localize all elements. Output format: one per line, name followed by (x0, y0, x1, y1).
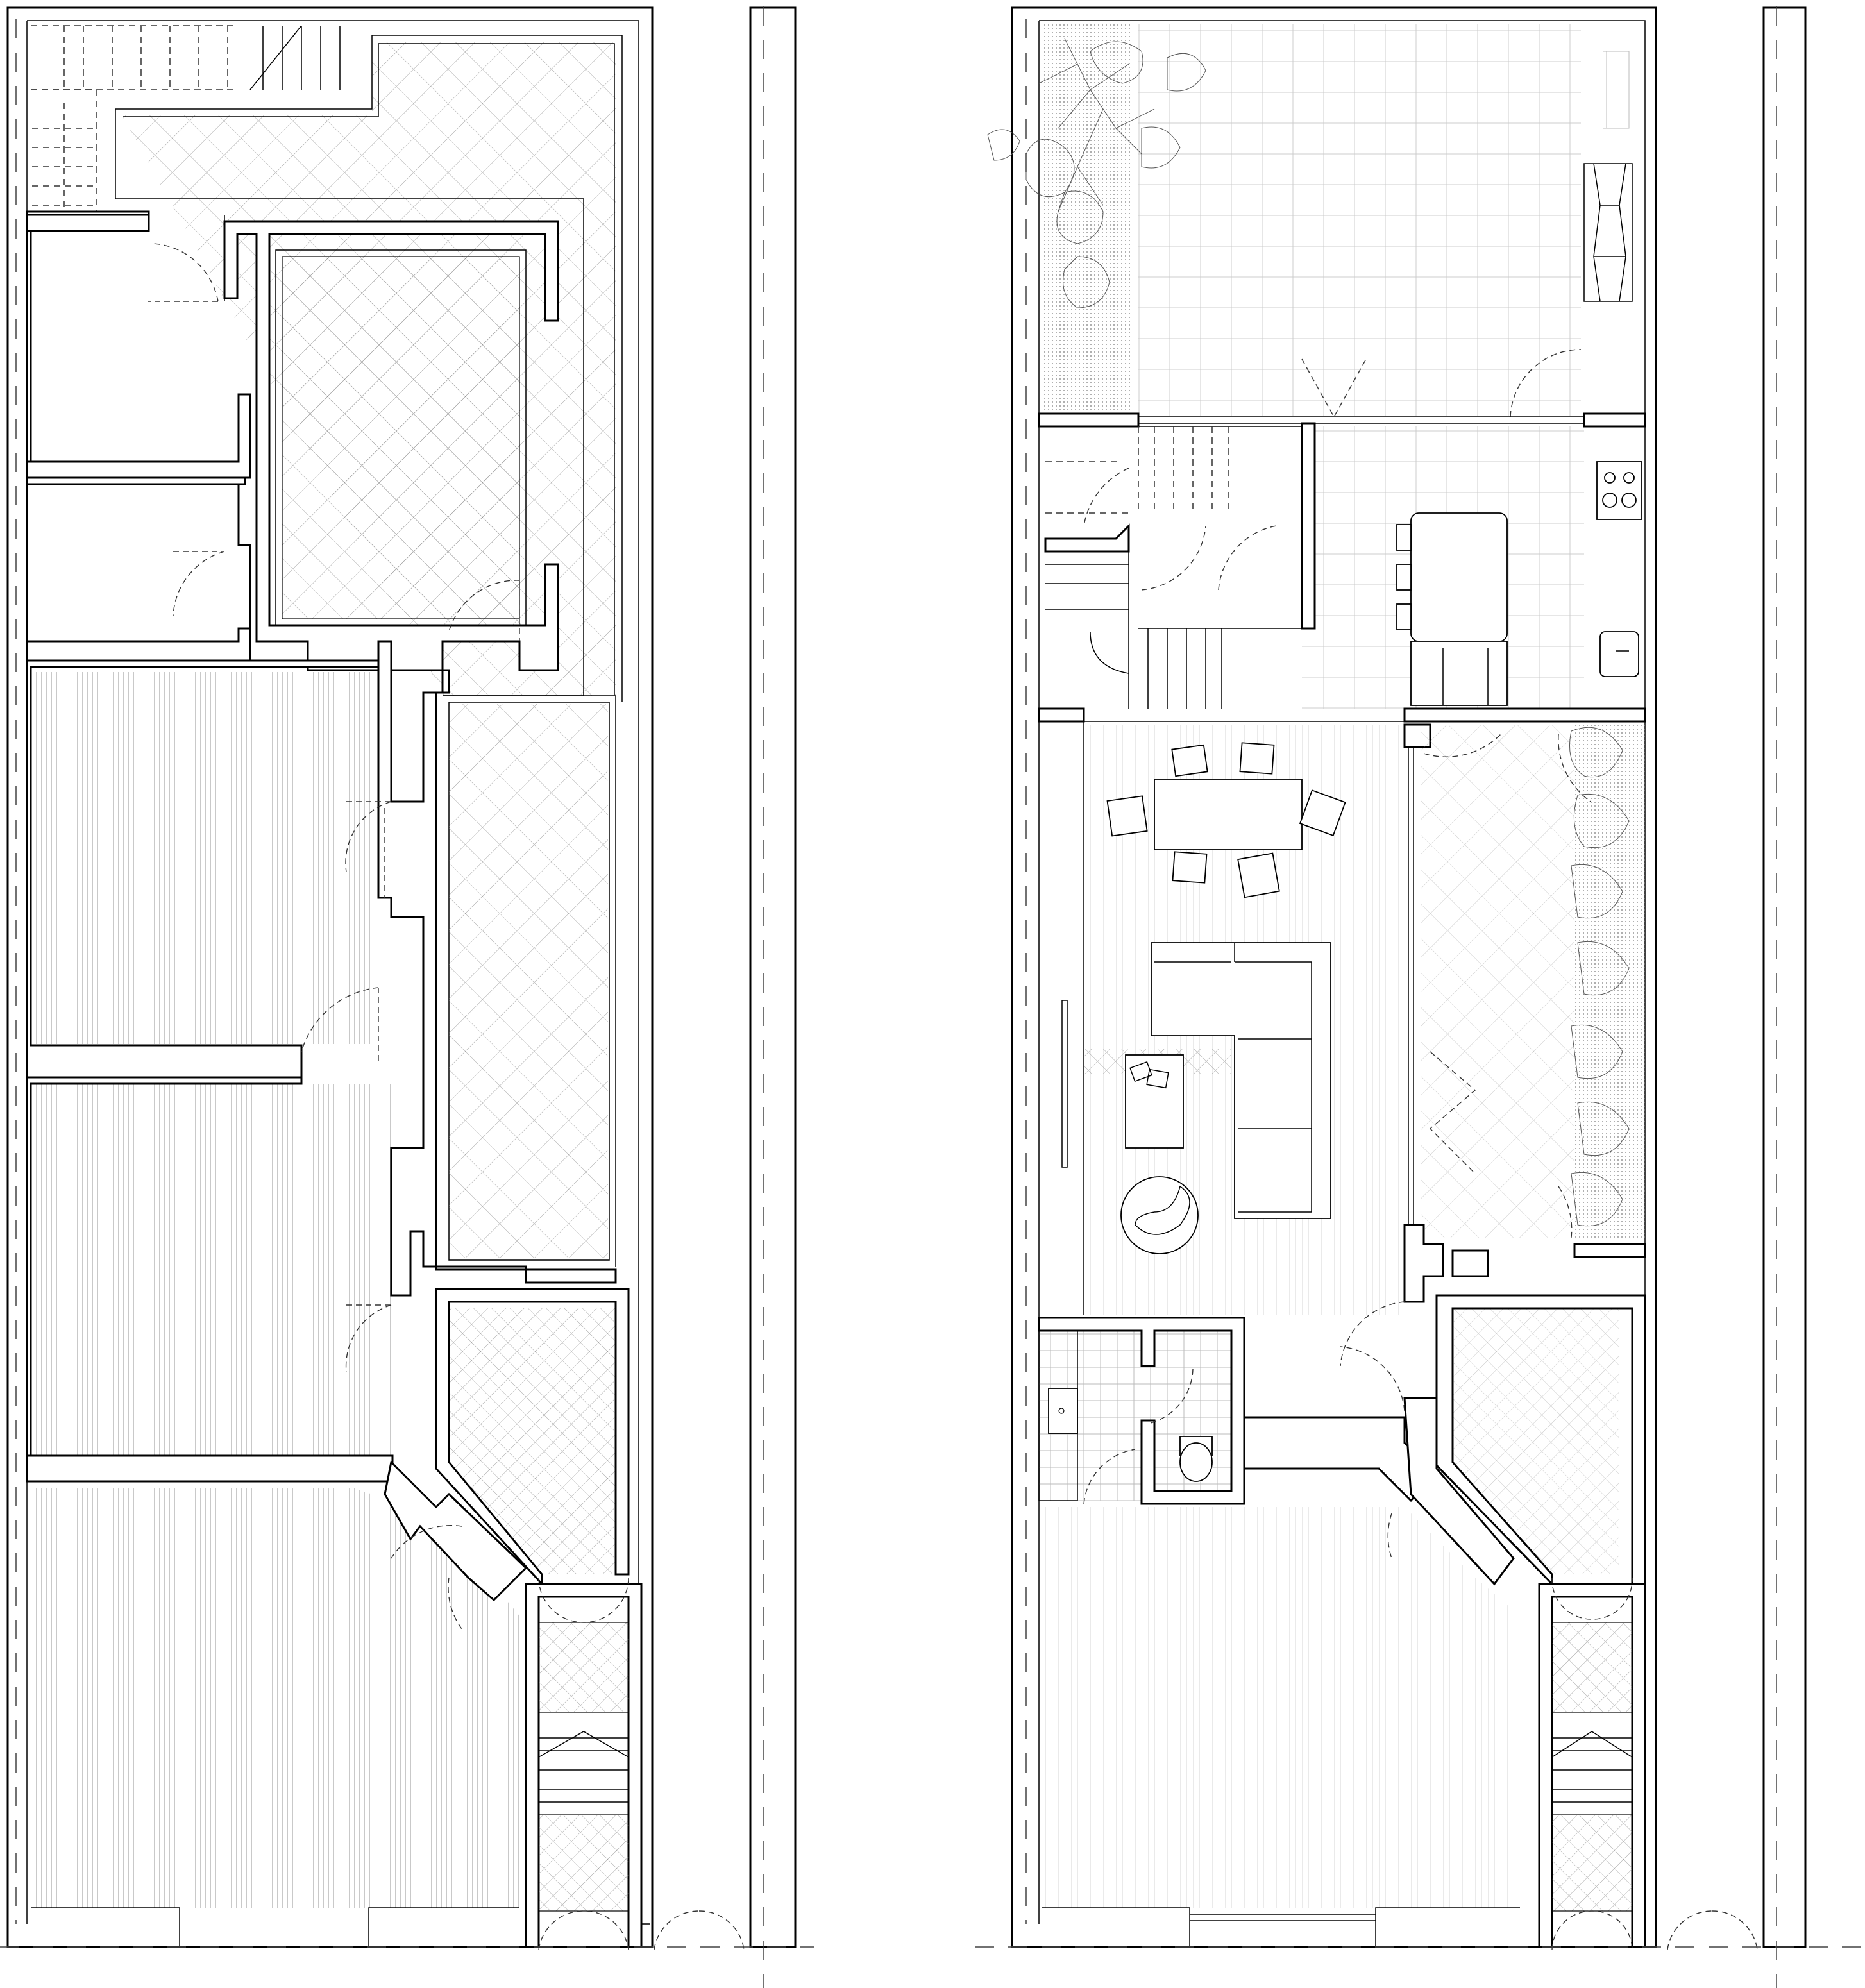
garden-bench (1583, 51, 1633, 302)
existing-courtyard-hatch (282, 256, 520, 619)
existing-side-yard (449, 704, 608, 1258)
coffee-table (1125, 1054, 1184, 1149)
existing-front-yard (449, 1308, 616, 1574)
garden-tree (987, 38, 1206, 308)
existing-entry (525, 1577, 745, 1950)
proposed-neighbour-wall (1762, 6, 1807, 1948)
proposed-front-room (1042, 1507, 1520, 1908)
proposed-side-planter (1574, 725, 1645, 1238)
existing-room-b (31, 1084, 393, 1456)
kitchen-cooktop (1596, 461, 1642, 520)
dining-table (1106, 742, 1346, 898)
existing-stair (31, 25, 341, 212)
existing-room-a (31, 672, 390, 1044)
bathroom (1038, 1317, 1245, 1505)
proposed-stair (1044, 426, 1277, 709)
proposed-entry (1538, 1577, 1758, 1950)
existing-rooms-top (26, 210, 251, 662)
proposed-side-courtyard (1421, 725, 1574, 1238)
existing-neighbour-wall (749, 6, 797, 1948)
proposed-garden-paving (1138, 24, 1581, 416)
existing-plan (0, 6, 814, 1988)
kitchen-island (1396, 512, 1508, 706)
round-armchair (1120, 1176, 1199, 1254)
sofa (1151, 942, 1331, 1219)
side-plants (1569, 727, 1630, 1227)
kitchen-sink (1599, 631, 1639, 677)
existing-spine-wall (377, 640, 617, 1297)
existing-room-c (31, 1488, 519, 1908)
proposed-plan (975, 6, 1865, 1988)
